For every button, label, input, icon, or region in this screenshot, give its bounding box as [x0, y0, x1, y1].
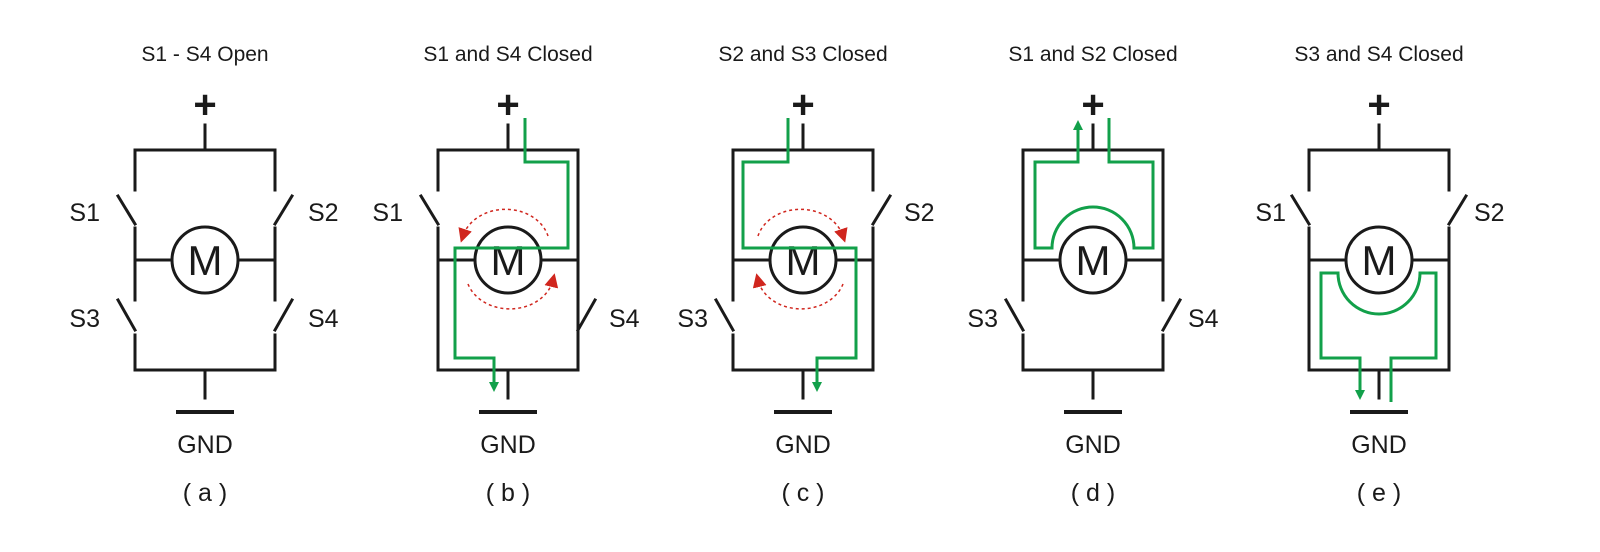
ground-label: GND [1351, 431, 1407, 459]
positive-terminal: + [1081, 83, 1104, 127]
bridge-wiring [436, 123, 580, 400]
switch-s2 [272, 193, 295, 227]
positive-terminal: + [791, 83, 814, 127]
switch-label-s4: S4 [609, 305, 640, 333]
switch-label-s3: S3 [677, 305, 708, 333]
panel-caption: ( a ) [183, 479, 227, 507]
motor-circle [473, 225, 543, 295]
switch-label-s3: S3 [69, 305, 100, 333]
panel-caption: ( c ) [781, 479, 824, 507]
panel-caption: ( e ) [1357, 479, 1401, 507]
switch-s1 [115, 193, 138, 227]
switch-s4 [575, 297, 598, 333]
panel-e: S3 and S4 Closed + S1 S2 M GND ( e ) [1255, 43, 1504, 507]
bridge-wiring [731, 123, 875, 400]
rotation-indicator [458, 208, 559, 310]
bridge-wiring [1307, 123, 1451, 400]
panel-title: S1 - S4 Open [141, 43, 268, 66]
switch-s2 [870, 193, 893, 227]
switch-label-s1: S1 [69, 199, 100, 227]
switch-label-s2: S2 [1474, 199, 1505, 227]
panel-title: S1 and S4 Closed [423, 43, 592, 66]
switch-s4 [1160, 297, 1183, 333]
current-path [1033, 118, 1155, 250]
bridge-wiring [1021, 123, 1165, 400]
panel-caption: ( b ) [486, 479, 530, 507]
switch-label-s2: S2 [308, 199, 339, 227]
panel-a: S1 - S4 Open + S1 S2 S3 S4 M GND ( a ) [69, 43, 338, 507]
positive-terminal: + [1367, 83, 1390, 127]
ground-label: GND [177, 431, 233, 459]
switch-label-s2: S2 [904, 199, 935, 227]
switch-s1 [418, 193, 441, 227]
panel-title: S2 and S3 Closed [718, 43, 887, 66]
switch-label-s4: S4 [1188, 305, 1219, 333]
switch-label-s3: S3 [967, 305, 998, 333]
current-path [1319, 271, 1438, 402]
positive-terminal: + [193, 83, 216, 127]
switch-s2 [1446, 193, 1469, 227]
panel-c: S2 and S3 Closed + S2 S3 M GND ( c ) [677, 43, 934, 507]
motor-circle [1058, 225, 1128, 295]
panel-b: S1 and S4 Closed + S1 S4 M GND ( b ) [372, 43, 639, 507]
switch-s3 [1003, 297, 1026, 333]
panel-title: S1 and S2 Closed [1008, 43, 1177, 66]
switch-s4 [272, 297, 295, 333]
switch-s3 [115, 297, 138, 333]
switch-label-s1: S1 [372, 199, 403, 227]
motor-circle [768, 225, 838, 295]
switch-s1 [1289, 193, 1312, 227]
motor-circle [1344, 225, 1414, 295]
motor-circle [170, 225, 240, 295]
panel-caption: ( d ) [1071, 479, 1115, 507]
bridge-wiring [133, 123, 277, 400]
current-path [453, 118, 570, 392]
motor-label: M [786, 237, 821, 284]
motor-label: M [1362, 237, 1397, 284]
switch-label-s4: S4 [308, 305, 339, 333]
switch-s3 [713, 297, 736, 333]
ground-label: GND [775, 431, 831, 459]
positive-terminal: + [496, 83, 519, 127]
switch-label-s1: S1 [1255, 199, 1286, 227]
current-path [741, 118, 858, 392]
panel-title: S3 and S4 Closed [1294, 43, 1463, 66]
ground-label: GND [480, 431, 536, 459]
rotation-indicator [752, 208, 848, 310]
panel-d: S1 and S2 Closed + S3 S4 M GND ( d ) [967, 43, 1218, 507]
motor-label: M [491, 237, 526, 284]
ground-label: GND [1065, 431, 1121, 459]
motor-label: M [188, 237, 223, 284]
motor-label: M [1076, 237, 1111, 284]
